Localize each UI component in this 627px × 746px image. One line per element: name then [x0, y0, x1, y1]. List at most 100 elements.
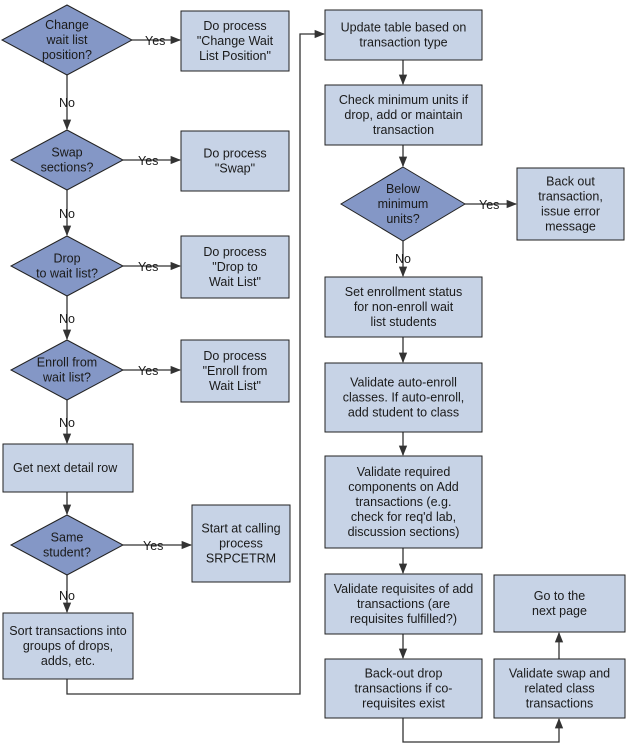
p-drop-text-line: "Drop to [212, 260, 257, 274]
d-swap-text-line: Swap [51, 146, 82, 160]
validate-swap-text-line: transactions [526, 697, 593, 711]
yes-label-drop: Yes [138, 260, 158, 274]
sort-tx-text-line: Sort transactions into [9, 624, 126, 638]
d-enroll-text-line: Enroll from [37, 356, 97, 370]
validate-auto-text-line: Validate auto-enroll [350, 376, 457, 390]
d-below-text-line: minimum [378, 197, 429, 211]
d-change-text-line: position? [42, 48, 92, 62]
validate-requisites-text-line: Validate requisites of add [334, 582, 473, 596]
p-swap-text-line: Do process [203, 147, 266, 161]
sort-tx-text-line: groups of drops, [23, 639, 113, 653]
update-text-line: transaction type [359, 36, 447, 50]
p-swap-text-line: "Swap" [215, 162, 255, 176]
no-label-swap: No [59, 207, 75, 221]
backout-drop-text-line: transactions if co- [355, 682, 453, 696]
yes-label-below: Yes [479, 198, 499, 212]
yes-label-same: Yes [143, 539, 163, 553]
d-below-text-line: units? [386, 212, 419, 226]
validate-swap-text-line: related class [524, 682, 594, 696]
p-change-text-line: List Position" [199, 49, 271, 63]
backout-tx-text-line: message [545, 220, 596, 234]
update-text-line: Update table based on [341, 21, 467, 35]
backout-drop-text-line: requisites exist [362, 697, 445, 711]
p-enroll-text-line: "Enroll from [203, 364, 268, 378]
d-swap-text-line: sections? [41, 161, 94, 175]
check-min-text-line: drop, add or maintain [344, 108, 462, 122]
edge-backout-to-swap [402, 717, 564, 743]
validate-req-text-line: Validate required [357, 465, 451, 479]
backout-tx-text-line: transaction, [538, 190, 603, 204]
sort-tx-text-line: adds, etc. [41, 654, 95, 668]
validate-swap-text-line: Validate swap and [509, 667, 610, 681]
p-same-text-line: SRPCETRM [206, 552, 276, 566]
d-same-text-line: Same [51, 531, 84, 545]
backout-tx-text-line: issue error [541, 205, 600, 219]
p-drop-text-line: Wait List" [209, 275, 261, 289]
set-status-text-line: for non-enroll wait [354, 300, 454, 314]
no-label-drop: No [59, 312, 75, 326]
check-min-text-line: transaction [373, 123, 434, 137]
p-same-text-line: Start at calling [201, 522, 280, 536]
no-label-below: No [395, 252, 411, 266]
set-status-text-line: list students [370, 315, 436, 329]
validate-requisites-text-line: requisites fulfilled?) [350, 612, 457, 626]
backout-tx-text-line: Back out [546, 175, 595, 189]
validate-req-text-line: components on Add [348, 480, 459, 494]
edge-sort-to-update [66, 29, 326, 695]
yes-label-change: Yes [145, 34, 165, 48]
yes-label-enroll: Yes [138, 364, 158, 378]
validate-req-text-line: discussion sections) [348, 525, 460, 539]
validate-req-text-line: transactions (e.g. [356, 495, 452, 509]
p-enroll-text-line: Do process [203, 349, 266, 363]
set-status-text-line: Set enrollment status [345, 285, 462, 299]
next-page-text-line: next page [532, 604, 587, 618]
d-enroll-text-line: wait list? [42, 371, 91, 385]
get-next-process: Get next detail row [2, 443, 134, 493]
d-drop-text-line: to wait list? [36, 267, 98, 281]
validate-auto-text-line: add student to class [348, 406, 459, 420]
next-page-text-line: Go to the [534, 589, 585, 603]
check-min-text-line: Check minimum units if [339, 93, 469, 107]
validate-auto-text-line: classes. If auto-enroll, [343, 391, 465, 405]
p-drop-text-line: Do process [203, 245, 266, 259]
d-change-text-line: Change [45, 18, 89, 32]
backout-drop-text-line: Back-out drop [365, 667, 443, 681]
no-label-same: No [59, 589, 75, 603]
validate-req-text-line: check for req'd lab, [351, 510, 456, 524]
d-below-text-line: Below [386, 182, 421, 196]
p-enroll-text-line: Wait List" [209, 379, 261, 393]
p-change-text-line: Do process [203, 19, 266, 33]
d-change-text-line: wait list [46, 33, 89, 47]
no-label-enroll: No [59, 416, 75, 430]
d-same-text-line: student? [43, 546, 91, 560]
validate-requisites-text-line: transactions (are [357, 597, 450, 611]
d-drop-text-line: Drop [53, 252, 80, 266]
p-swap-process: Do process"Swap" [180, 130, 290, 192]
yes-label-swap: Yes [138, 154, 158, 168]
p-change-text-line: "Change Wait [197, 34, 274, 48]
no-label-change: No [59, 96, 75, 110]
